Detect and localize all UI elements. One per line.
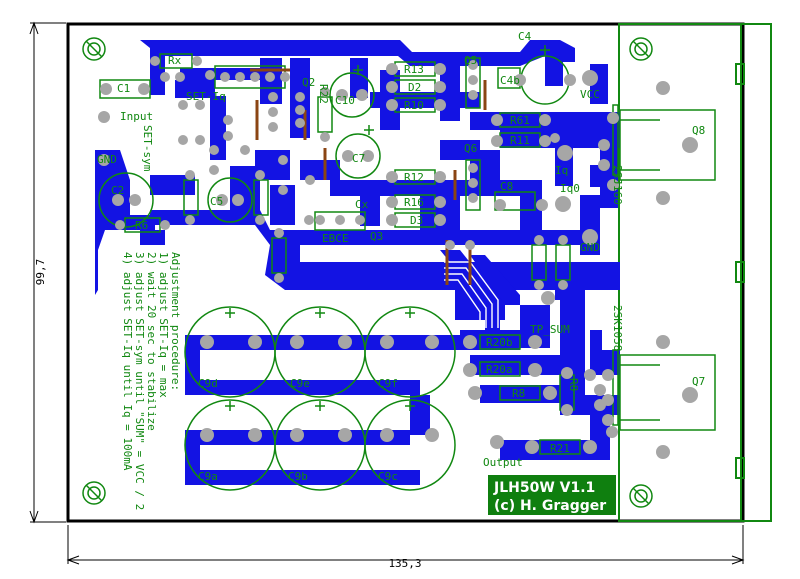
label-2sj160: 2SJ160 [611, 165, 624, 205]
procedure-step-3: 3) adjust SET-sym until "SUM" = VCC / 2 [133, 252, 146, 510]
label-vcc: VCC [580, 88, 600, 101]
label-r22: R22 [317, 84, 330, 104]
label-c9f: C9f [378, 377, 398, 390]
silk-labels: Rx C1 Input GND SET-Iq SET-sym Q2 R22 C1… [97, 30, 705, 483]
procedure-step-4: 4) adjust SET-Iq until Iq = 100mA [121, 252, 134, 471]
label-iq: Iq [555, 164, 568, 177]
label-input: Input [120, 110, 153, 123]
label-q3: Q3 [370, 230, 383, 243]
label-set-sym: SET-sym [141, 125, 154, 172]
label-set-iq: SET-Iq [186, 90, 226, 103]
width-dimension [66, 525, 745, 565]
label-tp-sum: TP_SUM [530, 323, 570, 336]
thin-traces [444, 261, 499, 328]
label-c9a: C9a [198, 470, 218, 483]
title-block: JLH50W V1.1 (c) H. Gragger [488, 475, 616, 515]
label-r20a: R20a [486, 363, 513, 376]
label-d3: D3 [410, 214, 423, 227]
label-q5: Q5 [464, 54, 477, 67]
label-c9c: C9c [378, 470, 398, 483]
label-c9e: C9e [290, 377, 310, 390]
label-c2: C2 [111, 184, 124, 197]
label-r10: R10 [404, 99, 424, 112]
label-q7: Q7 [692, 375, 705, 388]
label-cx: Cx [355, 198, 369, 211]
procedure-step-1: 1) adjust SET-Iq = max [157, 252, 170, 398]
label-q8: Q8 [692, 124, 705, 137]
label-r8b: R8 [512, 387, 525, 400]
label-r11: R11 [510, 134, 530, 147]
label-r16: R16 [404, 196, 424, 209]
label-gnd-in: GND [97, 153, 117, 166]
label-c7: C7 [352, 152, 365, 165]
label-c9d: C9d [198, 377, 218, 390]
label-c4: C4 [518, 30, 532, 43]
label-c8: C8 [500, 180, 513, 193]
heatsink-pads [656, 81, 698, 459]
label-r13: R13 [404, 63, 424, 76]
label-c1: C1 [117, 82, 130, 95]
label-r21: R21 [550, 442, 570, 455]
label-ebce: EBCE [322, 232, 349, 245]
label-r61: R61 [510, 114, 530, 127]
adjustment-procedure: Adjustment procedure: 1) adjust SET-Iq =… [121, 252, 182, 510]
label-r20b: R20b [486, 336, 513, 349]
label-q2: Q2 [302, 76, 315, 89]
title-line-1: JLH50W V1.1 [493, 480, 595, 496]
label-c9b: C9b [288, 470, 308, 483]
label-iq0: Iq0 [560, 182, 580, 195]
label-c5: C5 [210, 195, 223, 208]
label-rx: Rx [168, 54, 182, 67]
title-line-2: (c) H. Gragger [494, 498, 606, 514]
label-d2: D2 [408, 81, 421, 94]
label-r12: R12 [404, 171, 424, 184]
label-c10: C10 [335, 94, 355, 107]
mounting-holes [82, 37, 653, 508]
label-c4b: C4b [500, 74, 520, 87]
label-2sk1058: 2SK1058 [611, 305, 624, 351]
power-transistors [619, 109, 716, 431]
label-q6: Q6 [464, 142, 477, 155]
capacitor-plus-signs [225, 45, 550, 411]
pads [98, 56, 619, 454]
width-dimension-label: 135,3 [388, 557, 421, 570]
label-output: Output [483, 456, 523, 469]
label-gnd: GND [580, 241, 600, 254]
height-dimension-label: 99,7 [34, 259, 47, 286]
height-dimension [29, 21, 66, 524]
procedure-step-2: 2) wait 20 sec to stabilize [145, 252, 158, 431]
label-r8: R8 [567, 378, 580, 391]
label-r6: R6 [135, 219, 148, 232]
procedure-heading: Adjustment procedure: [169, 252, 182, 391]
